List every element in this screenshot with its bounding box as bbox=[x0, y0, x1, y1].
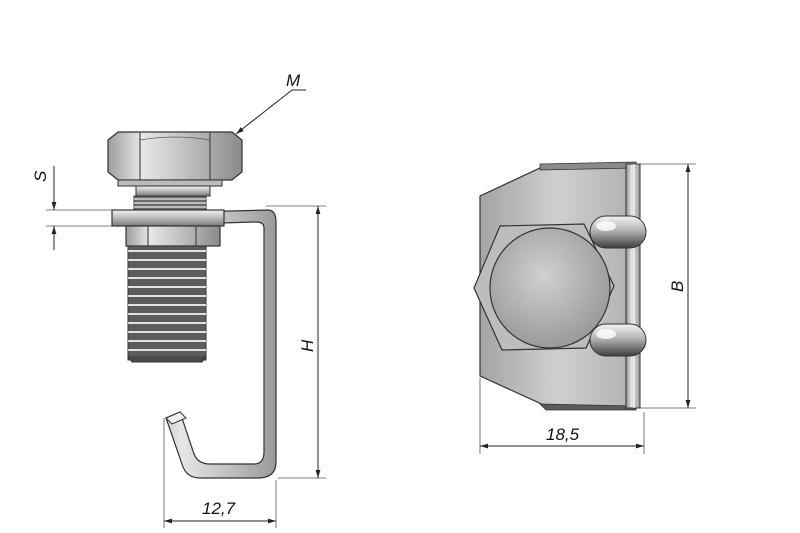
pin-top bbox=[589, 215, 647, 249]
label-height-h: H bbox=[298, 339, 317, 352]
label-width-side: 12,7 bbox=[202, 499, 236, 518]
side-view: M S H 12,7 bbox=[31, 71, 326, 528]
label-width-b: B bbox=[668, 281, 687, 292]
hex-head bbox=[107, 131, 243, 181]
bolt-head-front bbox=[489, 227, 611, 349]
label-width-front: 18,5 bbox=[546, 425, 580, 444]
nut bbox=[125, 225, 221, 247]
label-thread-m: M bbox=[286, 71, 301, 90]
label-thickness-s: S bbox=[31, 170, 50, 182]
upper-thread bbox=[133, 195, 207, 211]
front-view: B 18,5 bbox=[473, 161, 696, 454]
edge-strip bbox=[625, 163, 641, 409]
main-thread bbox=[127, 245, 207, 363]
washer-plate bbox=[111, 209, 225, 227]
pin-bottom bbox=[589, 323, 647, 357]
